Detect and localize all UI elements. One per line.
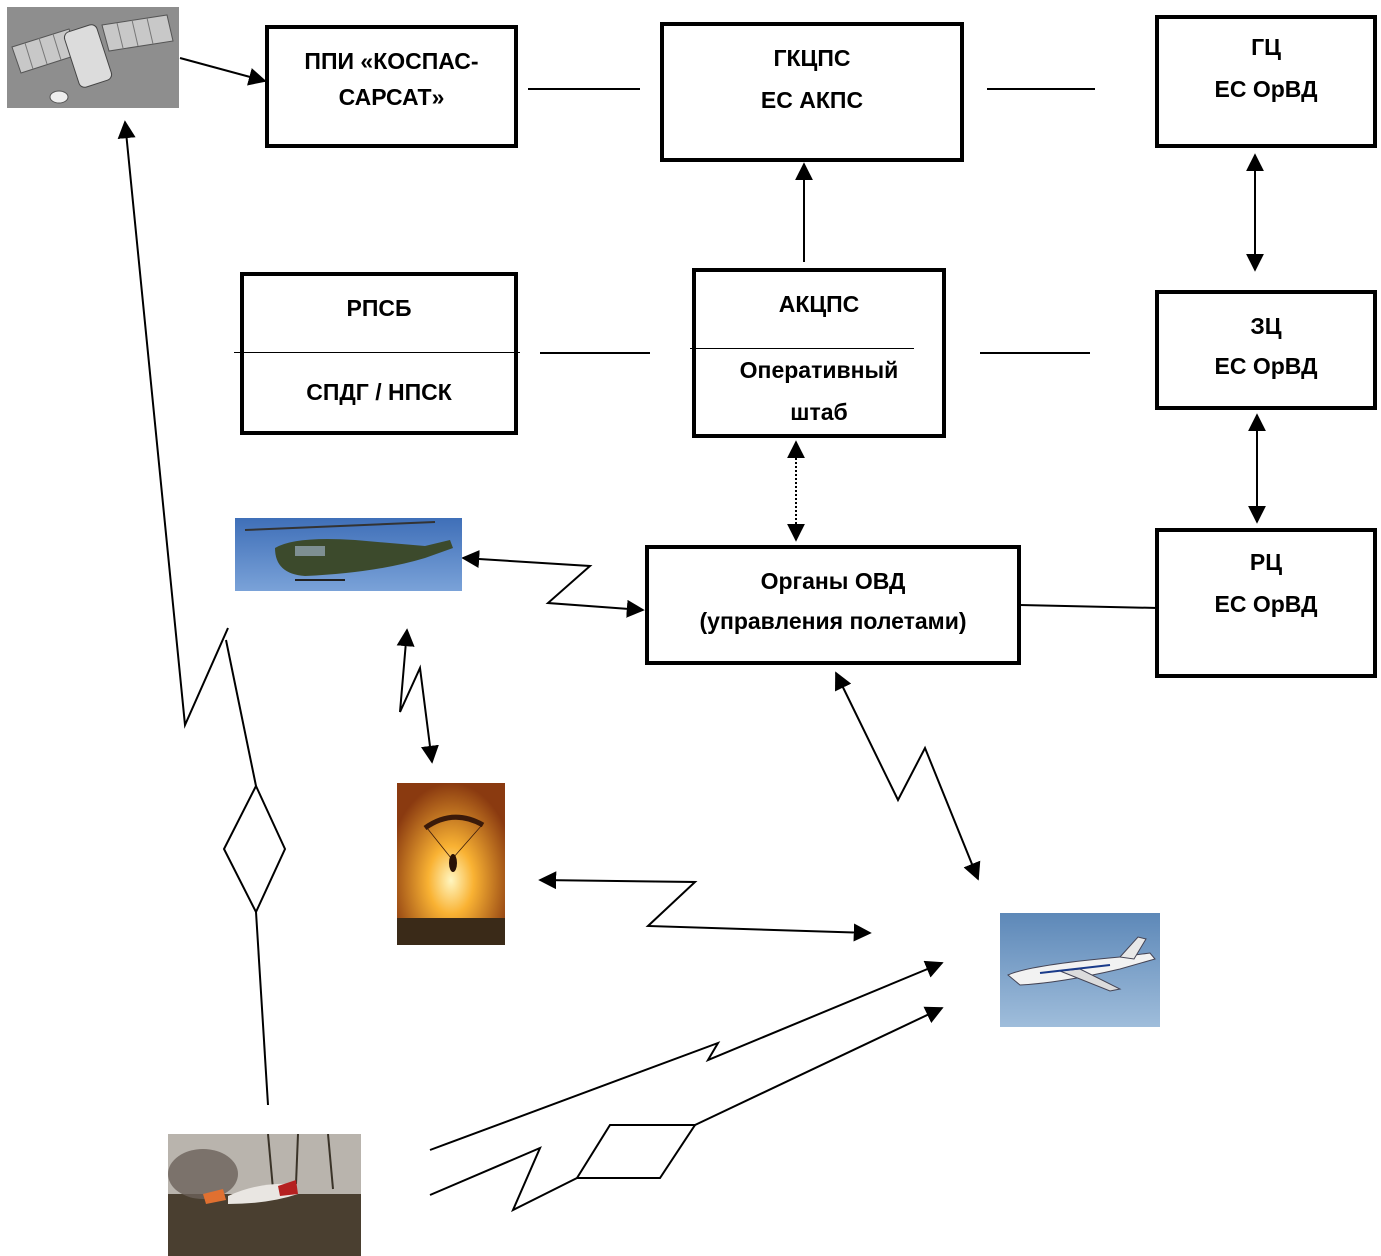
parachute-airplane-zigzag <box>538 871 872 942</box>
ppi-label-line2: САРСАТ» <box>338 84 445 110</box>
ovd-rc-line <box>1019 604 1159 609</box>
akcps-divider <box>690 348 914 349</box>
zc-label-line1: ЗЦ <box>1250 313 1282 339</box>
operational-hq-label-line2: штаб <box>790 399 848 425</box>
spdg-npsk-label: СПДГ / НПСК <box>306 379 452 405</box>
gkcps-label-line1: ГКЦПС <box>773 45 851 71</box>
gkcps-box: ГКЦПС ЕС АКПС <box>660 22 964 162</box>
zc-label-line2: ЕС ОрВД <box>1214 353 1318 379</box>
rpsb-box: РПСБ СПДГ / НПСК <box>240 272 518 435</box>
gkcps-label-line2: ЕС АКПС <box>760 87 864 113</box>
helicopter-parachute-zigzag <box>396 628 439 764</box>
crash-satellite-zigzag <box>117 120 229 729</box>
rc-box: РЦ ЕС ОрВД <box>1155 528 1377 678</box>
akcps-box: АКЦПС Оперативный штаб <box>692 268 946 438</box>
parallelogram-to-airplane-arrow <box>694 1006 944 1126</box>
ovd-label-line1: Органы ОВД <box>760 568 906 594</box>
ppi-kospas-sarsat-box: ППИ «КОСПАС- САРСАТ» <box>265 25 518 148</box>
ovd-airplane-zigzag <box>835 671 981 881</box>
akcps-label: АКЦПС <box>778 291 860 317</box>
airliner-image <box>1000 913 1160 1027</box>
ovd-label-line2: (управления полетами) <box>699 608 967 634</box>
crash-airplane-zigzag-1 <box>429 960 944 1151</box>
satellite-to-ppi-arrow <box>179 57 267 86</box>
satellite-image <box>7 7 179 108</box>
zc-box: ЗЦ ЕС ОрВД <box>1155 290 1377 410</box>
crash-diamond-line <box>255 911 269 1106</box>
diamond-upper-line <box>225 639 257 787</box>
crash-site-image <box>168 1134 361 1256</box>
rpsb-label: РПСБ <box>346 295 412 321</box>
rc-label-line2: ЕС ОрВД <box>1214 591 1318 617</box>
parachutist-image <box>397 783 505 945</box>
crash-signal-parallelogram <box>575 1124 697 1179</box>
ppi-label-line1: ППИ «КОСПАС- <box>304 48 479 74</box>
crash-signal-diamond <box>222 783 287 915</box>
gc-box: ГЦ ЕС ОрВД <box>1155 15 1377 148</box>
rpsb-divider <box>234 352 520 353</box>
operational-hq-label-line1: Оперативный <box>739 357 899 383</box>
rc-label-line1: РЦ <box>1249 549 1283 575</box>
gc-label-line1: ГЦ <box>1251 34 1281 60</box>
gc-label-line2: ЕС ОрВД <box>1214 76 1318 102</box>
helicopter-image <box>235 518 462 591</box>
crash-airplane-zigzag-2 <box>429 1146 578 1213</box>
ovd-box: Органы ОВД (управления полетами) <box>645 545 1021 665</box>
helicopter-ovd-zigzag <box>461 550 645 618</box>
